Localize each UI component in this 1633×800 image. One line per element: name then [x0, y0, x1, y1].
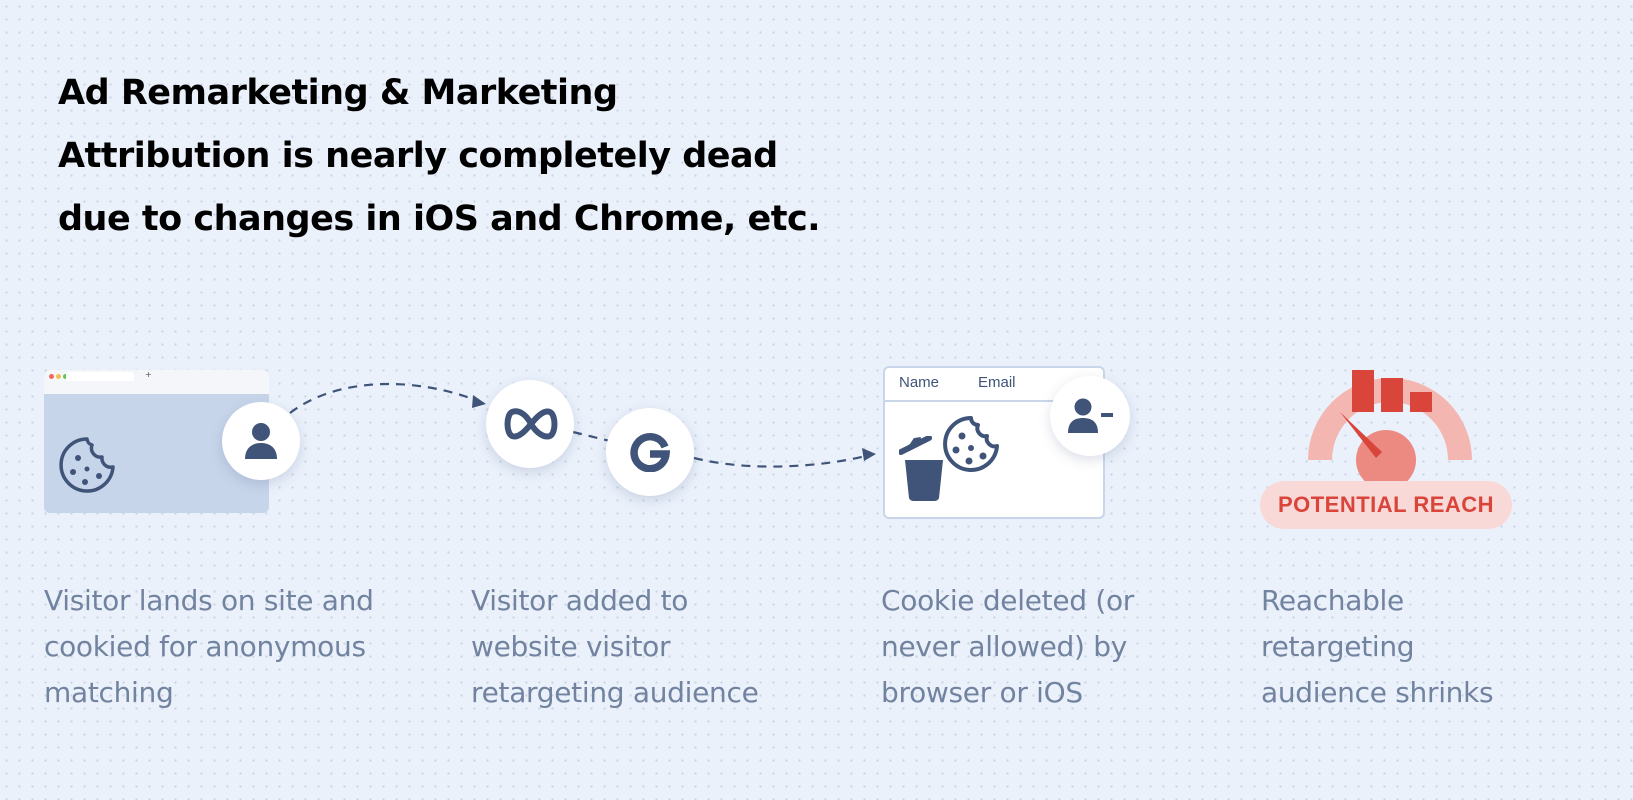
meta-logo-badge: [486, 380, 574, 468]
title-line-2: Attribution is nearly completely dead: [58, 136, 778, 176]
maximize-dot-icon: [63, 374, 68, 379]
arrow-to-card: [693, 454, 867, 468]
step-2-caption: Visitor added to website visitor retarge…: [471, 578, 759, 716]
new-tab-icon: +: [145, 370, 152, 379]
connector-meta-google: [572, 430, 611, 443]
title-line-3: due to changes in iOS and Chrome, etc.: [58, 199, 821, 239]
step-4-line-2: retargeting: [1261, 630, 1415, 663]
step-1-line-3: matching: [44, 676, 174, 709]
close-dot-icon: [49, 374, 54, 379]
card-header: Name Email: [885, 368, 1103, 402]
step-2-line-3: retargeting audience: [471, 676, 759, 709]
bitten-cookie-icon: [943, 416, 999, 472]
remove-user-badge: [1050, 376, 1130, 456]
browser-tab: [66, 372, 134, 381]
step-3-caption: Cookie deleted (or never allowed) by bro…: [881, 578, 1134, 716]
arrowhead-to-meta: [472, 395, 486, 408]
reach-bar-2: [1381, 378, 1403, 412]
arrow-to-meta: [289, 382, 479, 414]
reach-bar-1: [1352, 370, 1374, 412]
step-4-caption: Reachable retargeting audience shrinks: [1261, 578, 1494, 716]
remove-user-icon: [1068, 398, 1113, 433]
google-logo-badge: [606, 408, 694, 496]
trash-icon: [899, 436, 943, 501]
step-1-line-1: Visitor lands on site and: [44, 584, 374, 617]
page-title: Ad Remarketing & Marketing Attribution i…: [58, 62, 858, 251]
minimize-dot-icon: [56, 374, 61, 379]
step-2-line-1: Visitor added to: [471, 584, 689, 617]
email-column-label: Email: [978, 374, 1016, 391]
step-3-line-1: Cookie deleted (or: [881, 584, 1134, 617]
potential-reach-badge: POTENTIAL REACH: [1260, 481, 1512, 529]
step-3-line-2: never allowed) by: [881, 630, 1127, 663]
step-1-line-2: cookied for anonymous: [44, 630, 366, 663]
title-line-1: Ad Remarketing & Marketing: [58, 73, 618, 113]
browser-toolbar: +: [44, 370, 269, 394]
meta-logo-icon: [504, 408, 558, 440]
reach-gauge-illustration: [1308, 370, 1472, 490]
step-4-line-3: audience shrinks: [1261, 676, 1494, 709]
visitor-avatar: [222, 402, 300, 480]
step-4-line-1: Reachable: [1261, 584, 1404, 617]
cookie-icon: [59, 437, 115, 493]
gauge-needle: [1340, 412, 1382, 458]
reach-bar-3: [1410, 392, 1432, 412]
step-2-line-2: website visitor: [471, 630, 671, 663]
person-icon: [245, 423, 277, 459]
name-column-label: Name: [899, 374, 940, 391]
google-logo-icon: [630, 432, 670, 472]
step-3-line-3: browser or iOS: [881, 676, 1083, 709]
arrowhead-to-card: [862, 448, 876, 461]
step-1-caption: Visitor lands on site and cookied for an…: [44, 578, 374, 716]
